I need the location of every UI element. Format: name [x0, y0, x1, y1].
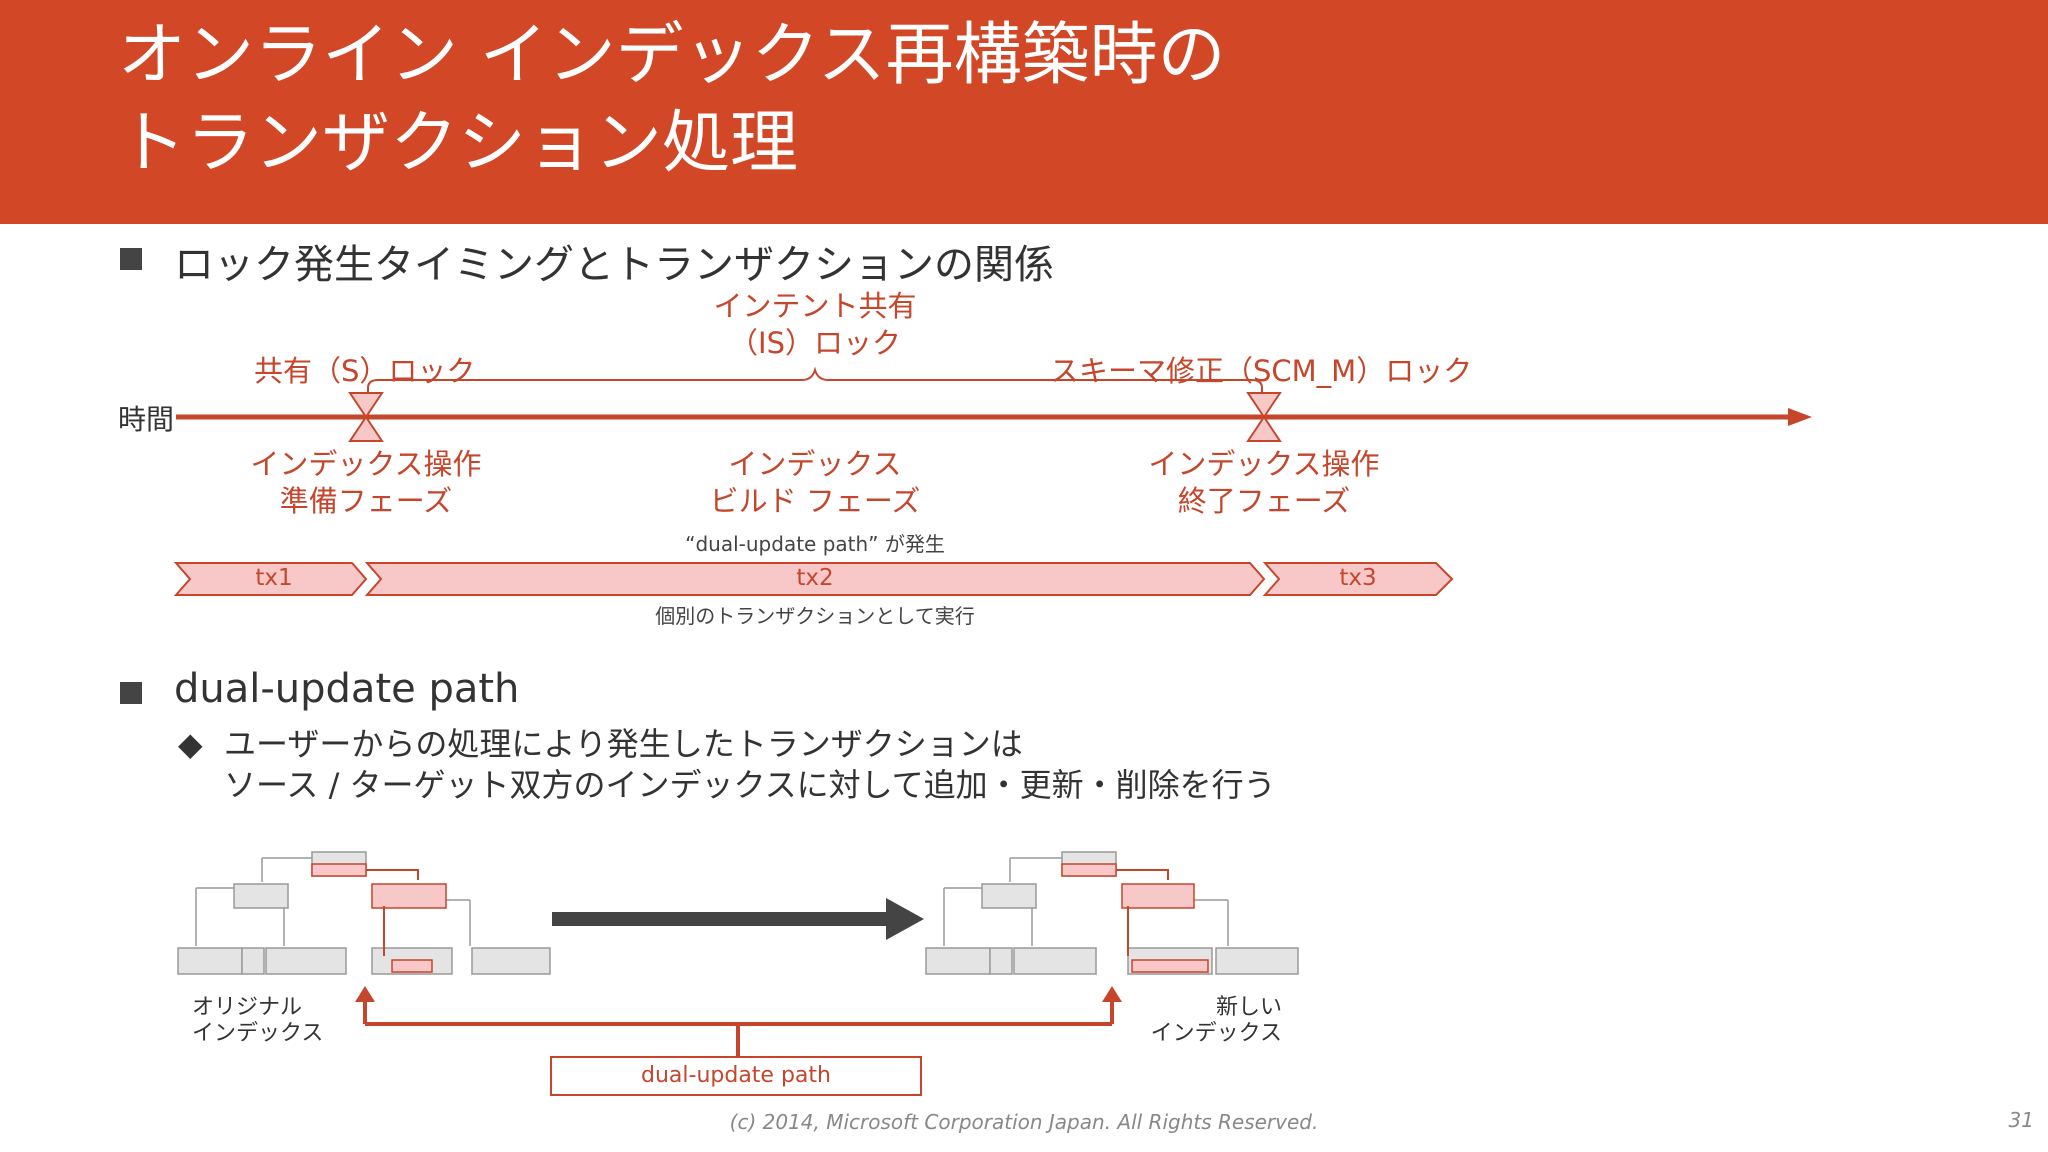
prepare-phase-line-2: 準備フェーズ — [279, 484, 453, 518]
new-index-tree-icon — [925, 851, 1299, 975]
tx3-label: tx3 — [1339, 565, 1377, 591]
bullet-square-icon — [120, 682, 142, 704]
rebuild-arrow-head-icon — [886, 898, 924, 940]
build-phase-label: インデックス ビルド フェーズ — [665, 446, 965, 520]
prepare-phase-line-1: インデックス操作 — [250, 447, 482, 481]
schema-modify-lock-label: スキーマ修正（SCM_M）ロック — [1050, 354, 1473, 388]
build-phase-line-1: インデックス — [728, 447, 902, 481]
bullet-dual-update-path: dual-update path — [174, 666, 520, 712]
transaction-note: 個別のトランザクションとして実行 — [655, 604, 975, 628]
tx3-chevron — [1262, 562, 1454, 596]
new-index-label-line-2: インデックス — [1150, 1021, 1282, 1046]
new-index-label-line-1: 新しい — [1215, 995, 1282, 1020]
original-index-tree-icon — [177, 851, 551, 975]
schema-lock-marker-icon — [1246, 392, 1282, 442]
rebuild-arrow-shaft — [552, 912, 892, 926]
sub-bullet-description: ユーザーからの処理により発生したトランザクションは ソース / ターゲット双方の… — [224, 724, 1276, 806]
bullet-square-icon — [120, 248, 142, 270]
finish-phase-line-2: 終了フェーズ — [1177, 484, 1351, 518]
dual-update-path-box: dual-update path — [550, 1056, 922, 1096]
new-index-label: 新しい インデックス — [1130, 995, 1282, 1047]
build-phase-line-2: ビルド フェーズ — [709, 484, 921, 518]
intent-lock-brace — [367, 366, 1263, 392]
slide-title-line-1: オンライン インデックス再構築時の — [118, 16, 1226, 95]
finish-phase-label: インデックス操作 終了フェーズ — [1124, 446, 1404, 520]
sub-bullet-line-2: ソース / ターゲット双方のインデックスに対して追加・更新・削除を行う — [224, 766, 1276, 804]
original-index-label-line-1: オリジナル — [192, 995, 303, 1020]
shared-lock-label: 共有（S）ロック — [254, 354, 476, 388]
dual-path-arrow-left-icon — [355, 986, 375, 1002]
intent-shared-lock-line-1: インテント共有 — [713, 289, 917, 323]
tx1-chevron — [173, 562, 368, 596]
finish-phase-line-1: インデックス操作 — [1148, 447, 1380, 481]
title-bar: オンライン インデックス再構築時の トランザクション処理 — [0, 0, 2048, 224]
page-number: 31 — [2008, 1108, 2034, 1132]
slide-title-line-2: トランザクション処理 — [118, 104, 799, 183]
tx2-chevron — [364, 562, 1266, 596]
shared-lock-marker-icon — [348, 392, 384, 442]
intent-shared-lock-line-2: （IS）ロック — [729, 326, 901, 360]
sub-bullet-line-1: ユーザーからの処理により発生したトランザクションは — [224, 725, 1023, 763]
copyright-footer: (c) 2014, Microsoft Corporation Japan. A… — [729, 1110, 1319, 1134]
bullet-lock-timing: ロック発生タイミングとトランザクションの関係 — [174, 242, 1054, 288]
intent-shared-lock-label: インテント共有 （IS）ロック — [665, 288, 965, 362]
tx2-label: tx2 — [796, 565, 834, 591]
dual-update-note: “dual-update path” が発生 — [685, 532, 945, 556]
dual-path-arrow-right-icon — [1102, 986, 1122, 1002]
original-index-label-line-2: インデックス — [192, 1021, 324, 1046]
original-index-label: オリジナル インデックス — [192, 995, 323, 1047]
diamond-bullet-icon: ◆ — [178, 725, 203, 763]
prepare-phase-label: インデックス操作 準備フェーズ — [226, 446, 506, 520]
time-axis-label: 時間 — [118, 403, 175, 436]
tx1-label: tx1 — [255, 565, 293, 591]
time-axis-arrowhead-icon — [1788, 408, 1812, 426]
